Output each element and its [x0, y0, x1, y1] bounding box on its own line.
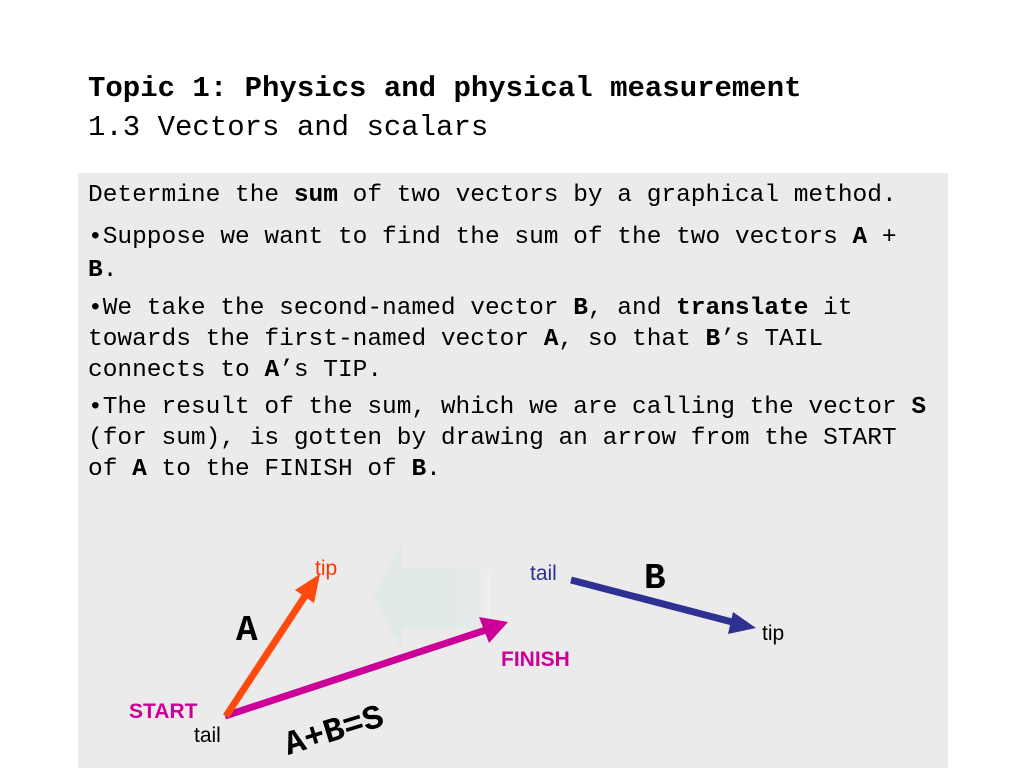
paragraph-bullet-3: •The result of the sum, which we are cal…: [88, 392, 938, 485]
text-run: ’s TIP.: [279, 357, 383, 384]
bold-run: B: [705, 326, 721, 353]
content-box: Determine the sum of two vectors by a gr…: [78, 173, 948, 768]
paragraph-bullet-1: •Suppose we want to find the sum of the …: [88, 221, 938, 287]
page-title: Topic 1: Physics and physical measuremen…: [88, 72, 802, 105]
bold-run: A: [852, 224, 868, 251]
bold-run: B: [573, 295, 588, 322]
label-start: START: [129, 700, 198, 723]
text-run: .: [102, 257, 118, 284]
label-tail-a: tail: [194, 724, 221, 747]
bold-run: translate: [676, 295, 809, 322]
label-tip-a: tip: [315, 557, 337, 580]
text-run: to the FINISH of: [146, 456, 412, 483]
label-sum-equation: A+B=S: [280, 699, 389, 765]
label-tip-b: tip: [762, 622, 784, 645]
bold-run: A: [264, 357, 280, 384]
vector-a-arrow: [223, 574, 320, 718]
page-subtitle: 1.3 Vectors and scalars: [88, 111, 489, 144]
bold-run: sum: [293, 182, 338, 209]
label-finish: FINISH: [501, 648, 570, 671]
text-run: (for sum), is gotten by drawing an arrow…: [88, 425, 897, 483]
text-run: .: [426, 456, 441, 483]
vector-b-arrow: [570, 576, 756, 634]
vector-s-arrow: [223, 617, 508, 720]
text-run: , and: [587, 295, 677, 322]
label-tail-b: tail: [530, 562, 557, 585]
title-block: Topic 1: Physics and physical measuremen…: [88, 70, 988, 148]
label-vector-b: B: [644, 558, 666, 599]
text-run: Determine the: [88, 182, 294, 209]
label-vector-a: A: [236, 610, 258, 651]
text-area: Determine the sum of two vectors by a gr…: [88, 179, 938, 491]
text-run: it towards the first-named vector: [88, 295, 853, 353]
paragraph-bullet-2: •We take the second-named vector B, and …: [88, 293, 938, 386]
text-run: •Suppose we want to find the sum of the …: [88, 224, 853, 251]
bold-run: S: [911, 394, 927, 421]
text-run: ’s TAIL connects to: [88, 326, 824, 384]
bold-run: A: [543, 326, 559, 353]
bold-run: B: [411, 456, 427, 483]
paragraph-objective: Determine the sum of two vectors by a gr…: [88, 179, 938, 213]
bold-run: B: [88, 257, 103, 284]
text-run: , so that: [558, 326, 706, 353]
text-run: •The result of the sum, which we are cal…: [88, 394, 912, 421]
text-run: +: [867, 224, 897, 251]
text-run: •We take the second-named vector: [88, 295, 574, 322]
bold-run: A: [132, 456, 147, 483]
translate-arrow-icon: [374, 543, 490, 650]
text-run: of two vectors by a graphical method.: [337, 182, 897, 209]
